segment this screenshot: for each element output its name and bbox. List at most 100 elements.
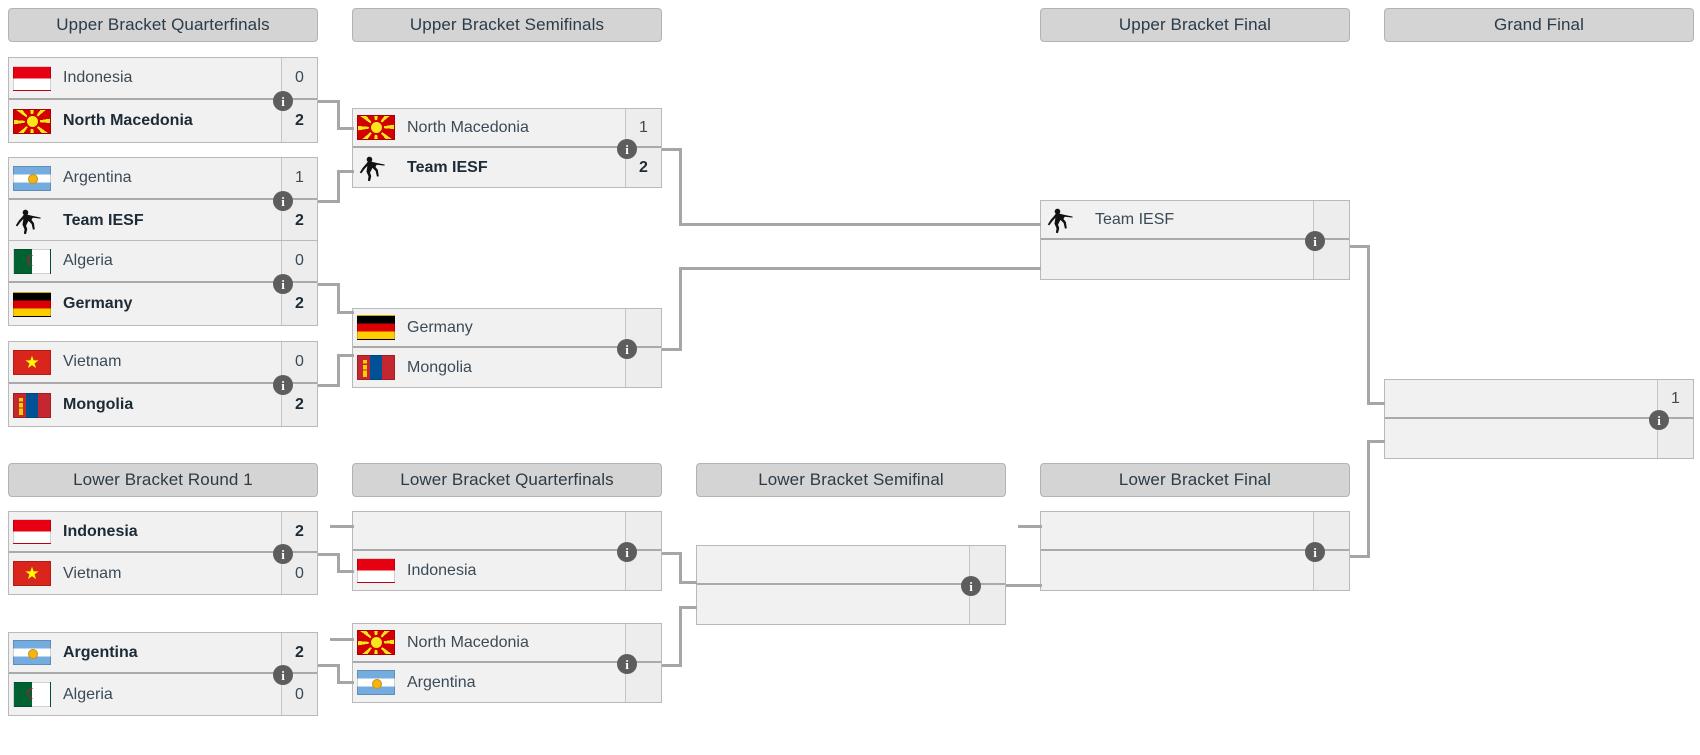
match-opponent-row[interactable] (353, 512, 661, 551)
match-info-icon[interactable]: i (617, 542, 637, 562)
match-info-icon[interactable]: i (1305, 542, 1325, 562)
team-name: Argentina (63, 169, 132, 186)
round-header-label: Lower Bracket Quarterfinals (400, 470, 614, 489)
match-opponent-row[interactable]: Argentina (353, 663, 661, 702)
match-info-icon[interactable]: i (961, 576, 981, 596)
match-info-icon[interactable]: i (273, 375, 293, 395)
match-info-icon[interactable]: i (617, 339, 637, 359)
match-lower-bracket-final[interactable]: i (1040, 511, 1350, 591)
connector (679, 267, 1041, 270)
match-opponent-row[interactable]: North Macedonia (353, 624, 661, 663)
match-opponent-row[interactable]: Vietnam 0 (9, 342, 317, 384)
connector (318, 664, 340, 667)
flag-placeholder-icon (697, 546, 743, 583)
connector (337, 681, 354, 684)
match-lbr1-2[interactable]: Argentina 2 i Algeria 0 (8, 632, 318, 716)
round-header-lower-bracket-round-1: Lower Bracket Round 1 (8, 463, 318, 497)
match-info-icon[interactable]: i (617, 654, 637, 674)
match-ubqf-2[interactable]: Argentina 1 i Team IESF 2 (8, 157, 318, 243)
match-opponent-row[interactable]: Team IESF 2 (9, 200, 317, 242)
connector (662, 148, 682, 151)
match-opponent-row[interactable]: Team IESF 2 (353, 148, 661, 187)
round-header-label: Upper Bracket Quarterfinals (56, 15, 270, 34)
match-opponent-row[interactable] (697, 546, 1005, 585)
match-info-icon[interactable]: i (273, 274, 293, 294)
team-score (1313, 551, 1349, 590)
match-ubsf-2[interactable]: Germany i Mongolia (352, 308, 662, 388)
match-opponent-row[interactable]: Algeria 0 (9, 241, 317, 283)
match-lbqf-1[interactable]: i Indonesia (352, 511, 662, 591)
match-info-icon[interactable]: i (273, 191, 293, 211)
team-iesf-logo-icon (9, 200, 55, 242)
team-name: Team IESF (407, 158, 488, 176)
team-iesf-logo-icon (353, 148, 399, 187)
connector (1367, 402, 1385, 405)
match-lbr1-1[interactable]: Indonesia 2 i Vietnam 0 (8, 511, 318, 595)
connector (337, 283, 340, 313)
connector (1367, 245, 1370, 405)
flag-placeholder-icon (697, 585, 743, 624)
match-opponent-row[interactable]: Indonesia (353, 551, 661, 590)
team-name: Mongolia (63, 396, 134, 413)
team-name: Algeria (63, 685, 113, 703)
round-header-upper-bracket-final: Upper Bracket Final (1040, 8, 1350, 42)
match-ubqf-4[interactable]: Vietnam 0 i Mongolia 2 (8, 341, 318, 427)
team-name: Team IESF (63, 212, 144, 229)
connector (662, 664, 682, 667)
flag-vietnam-icon (9, 342, 55, 382)
match-opponent-row[interactable]: North Macedonia 1 (353, 109, 661, 148)
match-opponent-row[interactable]: Indonesia 0 (9, 58, 317, 100)
match-opponent-row[interactable] (1041, 551, 1349, 590)
match-info-icon[interactable]: i (273, 665, 293, 685)
team-name: Indonesia (407, 561, 477, 579)
match-opponent-row[interactable]: Germany 2 (9, 283, 317, 325)
match-opponent-row[interactable] (1041, 512, 1349, 551)
flag-indonesia-icon (9, 58, 55, 98)
connector (337, 664, 340, 684)
team-name: Vietnam (63, 353, 122, 370)
match-info-icon[interactable]: i (273, 544, 293, 564)
match-opponent-row[interactable] (1385, 419, 1693, 458)
round-header-upper-bracket-quarterfinals: Upper Bracket Quarterfinals (8, 8, 318, 42)
match-lbqf-2[interactable]: North Macedonia i Argentina (352, 623, 662, 703)
connector (337, 127, 354, 130)
match-opponent-row[interactable]: Germany (353, 309, 661, 348)
match-ubsf-1[interactable]: North Macedonia 1 i Team IESF 2 (352, 108, 662, 188)
connector (337, 311, 354, 314)
connector (1350, 245, 1370, 248)
match-opponent-row[interactable]: North Macedonia 2 (9, 100, 317, 142)
match-info-icon[interactable]: i (617, 139, 637, 159)
match-ubqf-3[interactable]: Algeria 0 i Germany 2 (8, 240, 318, 326)
match-opponent-row[interactable]: Mongolia 2 (9, 384, 317, 426)
match-opponent-row[interactable]: Vietnam 0 (9, 553, 317, 594)
flag-placeholder-icon (353, 512, 399, 549)
match-opponent-row[interactable]: Mongolia (353, 348, 661, 387)
match-opponent-row[interactable]: Argentina 2 (9, 633, 317, 674)
team-name: Argentina (407, 673, 476, 691)
flag-germany-icon (9, 283, 55, 325)
match-info-icon[interactable]: i (273, 91, 293, 111)
flag-argentina-icon (9, 633, 55, 672)
match-grand-final[interactable]: 1 i (1384, 379, 1694, 459)
match-upper-bracket-final[interactable]: Team IESF i (1040, 200, 1350, 280)
match-opponent-row[interactable]: Team IESF (1041, 201, 1349, 240)
counter-strike-player-icon (1047, 208, 1073, 233)
team-name: Indonesia (63, 69, 133, 86)
match-info-icon[interactable]: i (1305, 231, 1325, 251)
match-opponent-row[interactable]: Algeria 0 (9, 674, 317, 715)
match-lower-bracket-semifinal[interactable]: i (696, 545, 1006, 625)
match-opponent-row[interactable] (1041, 240, 1349, 279)
connector (318, 283, 340, 286)
flag-germany-icon (353, 309, 399, 346)
connector (679, 223, 1041, 226)
match-opponent-row[interactable]: Indonesia 2 (9, 512, 317, 553)
match-info-icon[interactable]: i (1649, 410, 1669, 430)
match-opponent-row[interactable] (697, 585, 1005, 624)
flag-placeholder-icon (1041, 240, 1087, 279)
team-name: Indonesia (63, 522, 138, 540)
match-opponent-row[interactable]: 1 (1385, 380, 1693, 419)
match-opponent-row[interactable]: Argentina 1 (9, 158, 317, 200)
match-ubqf-1[interactable]: Indonesia 0 i North Macedonia 2 (8, 57, 318, 143)
team-name: Germany (407, 318, 473, 336)
